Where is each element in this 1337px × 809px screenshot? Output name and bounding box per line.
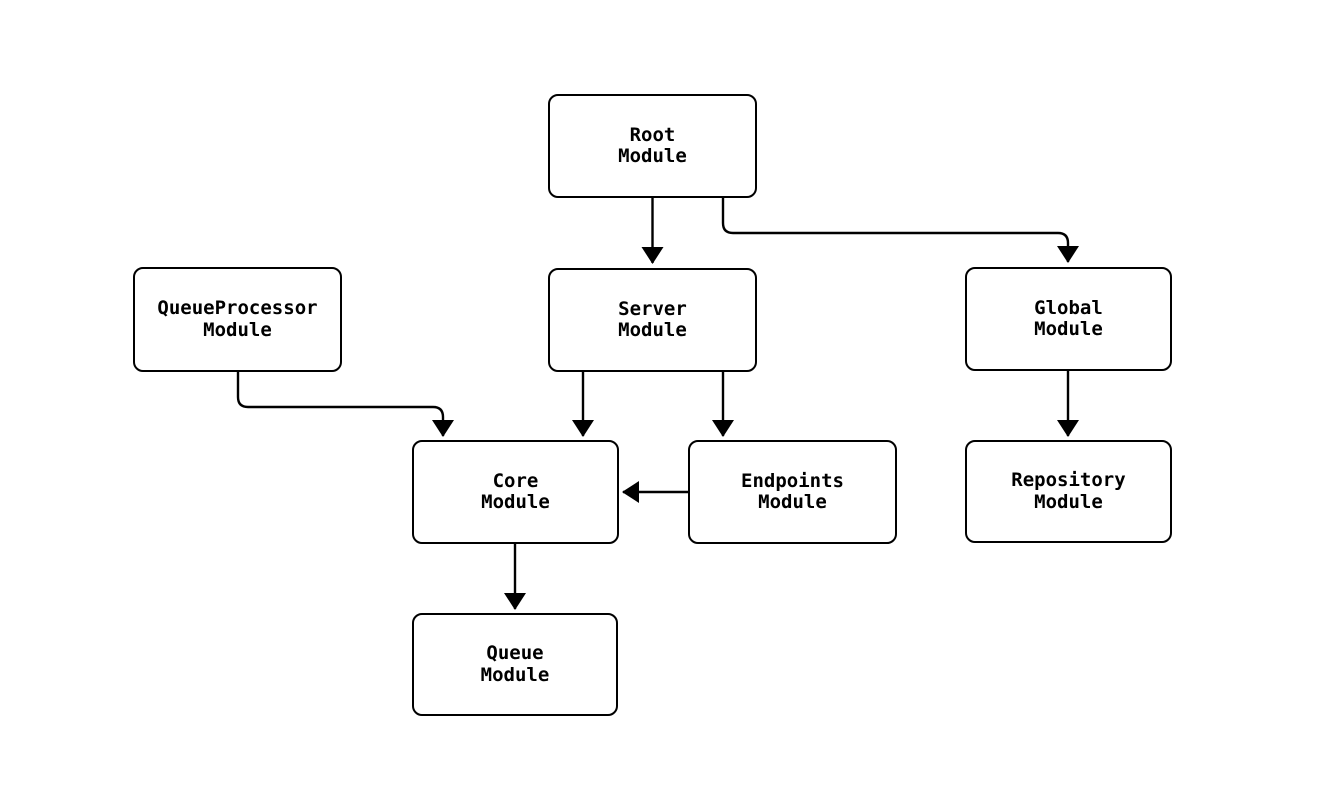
- node-server-module: Server Module: [548, 268, 757, 372]
- edge-queueprocessor-to-core: [236, 372, 454, 437]
- edge-root-to-global: [721, 198, 1079, 263]
- node-queueprocessor-module: QueueProcessor Module: [133, 267, 342, 372]
- node-label: Queue: [486, 642, 544, 664]
- node-endpoints-module: Endpoints Module: [688, 440, 897, 544]
- node-label: Root: [629, 123, 676, 146]
- node-label: Module: [480, 663, 550, 686]
- node-label: Server: [618, 297, 687, 320]
- node-label: Repository: [1011, 469, 1126, 491]
- node-root-module: Root Module: [548, 94, 757, 198]
- node-label: Module: [758, 491, 827, 513]
- node-label: Module: [618, 145, 687, 167]
- node-global-module: Global Module: [965, 267, 1172, 371]
- node-label: Module: [618, 319, 687, 341]
- node-repository-module: Repository Module: [965, 440, 1172, 543]
- node-label: Core: [492, 469, 539, 492]
- node-queue-module: Queue Module: [412, 613, 618, 716]
- node-label: Module: [203, 318, 272, 341]
- node-core-module: Core Module: [412, 440, 619, 544]
- node-label: Endpoints: [741, 469, 844, 492]
- node-label: Global: [1034, 296, 1103, 319]
- node-label: Module: [481, 491, 550, 513]
- node-label: Module: [1034, 490, 1103, 513]
- node-label: Module: [1034, 318, 1103, 340]
- node-label: QueueProcessor: [157, 297, 318, 319]
